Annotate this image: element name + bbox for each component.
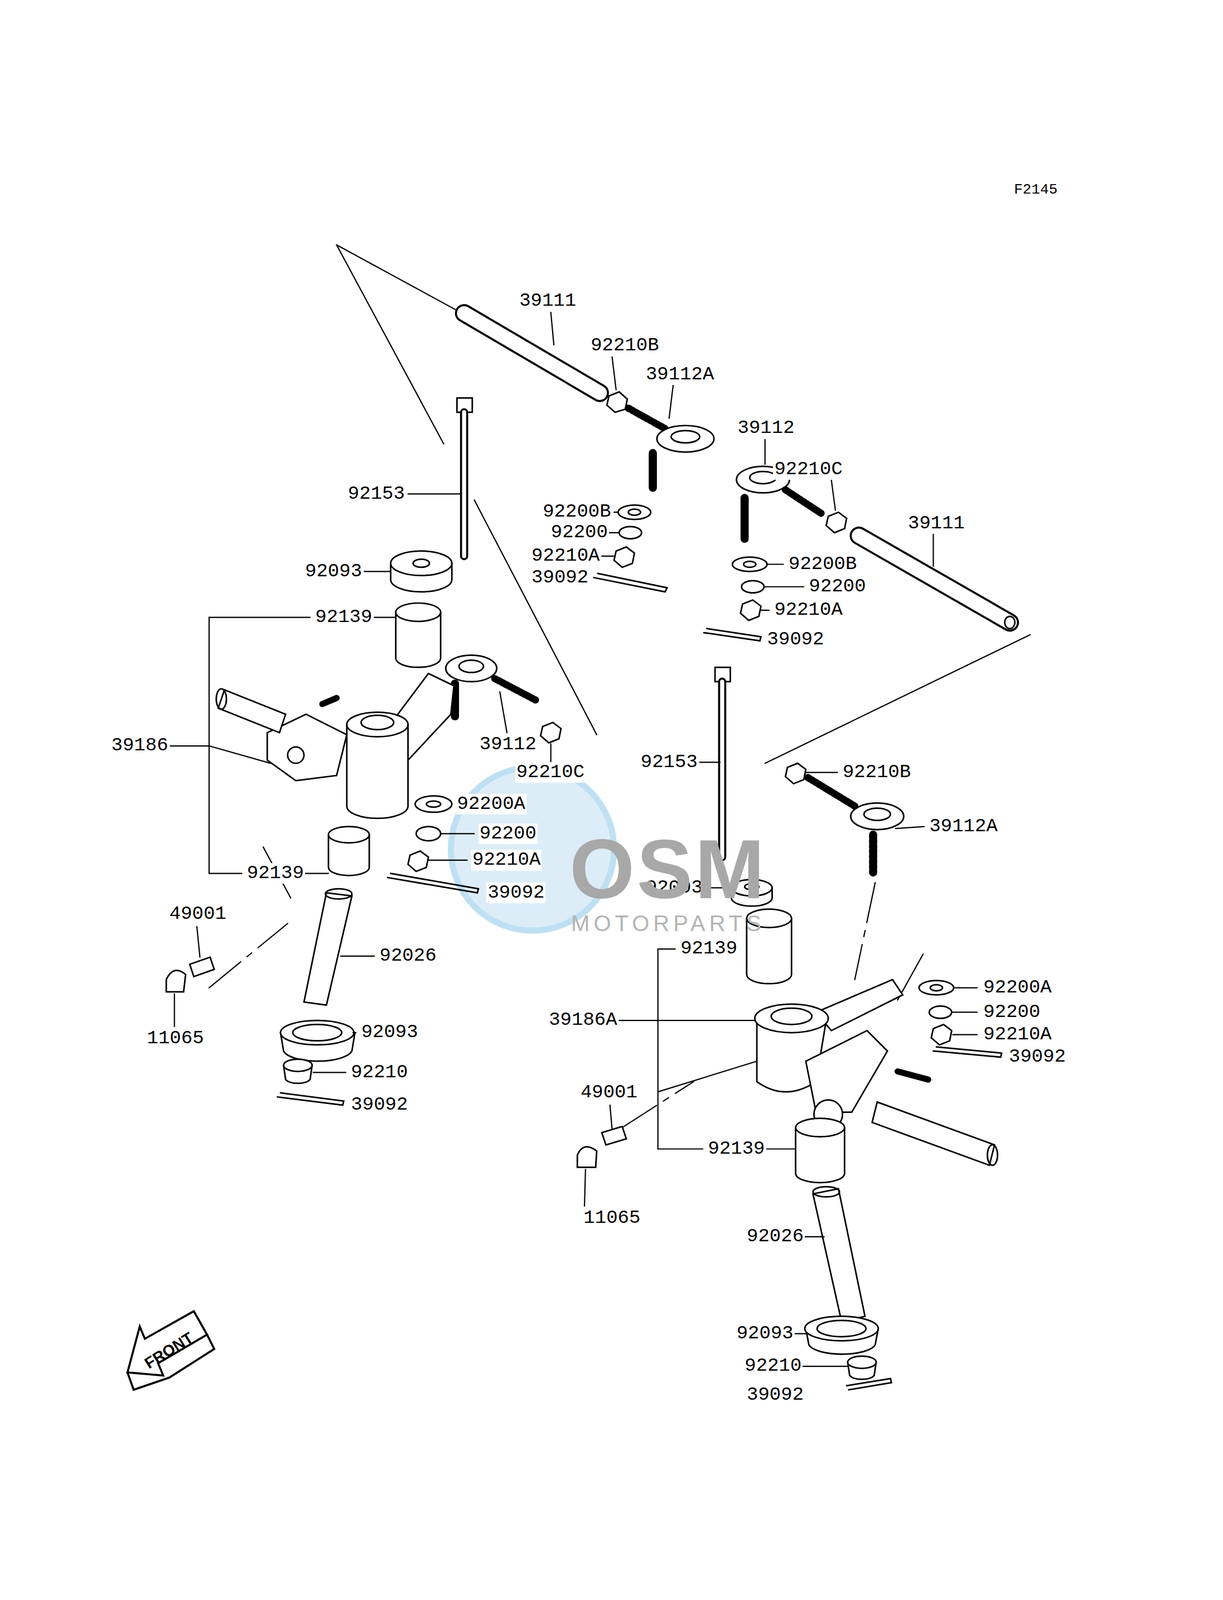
callout-number: 92210C [515,761,586,783]
fasteners [277,504,1002,1390]
callout-number: 92139 [313,606,374,628]
callout-number: 39112 [478,733,538,755]
callout-number: 92210B [841,761,912,783]
callout-number: 92026 [378,945,438,966]
callout-number: 92026 [745,1225,805,1247]
callout-number: 92200 [478,823,538,844]
callout-number: 39092 [530,567,590,588]
callout-number: 92200B [787,553,858,575]
callout-number: 39186 [110,735,170,756]
callout-number: 92139 [707,1138,767,1159]
kingpin-bolt [456,397,731,857]
watermark: OSM [568,823,768,916]
callout-number: 39112A [927,815,999,837]
callout-number: 49001 [168,903,228,925]
assembly-lines [209,244,1031,1128]
leader-lines [170,312,978,1366]
callout-number: 92093 [735,1322,795,1344]
callout-number: 92210C [772,458,844,480]
callout-number: 39112 [736,417,796,439]
callout-number: 92093 [360,1021,420,1043]
callout-number: 92200 [549,521,609,543]
callout-number: 92139 [679,938,739,959]
callout-number: 92210A [471,849,542,870]
callout-number: 92200B [541,501,612,522]
callout-number: 39092 [486,882,546,903]
front-arrow [127,1310,208,1375]
callout-number: 92210 [743,1355,803,1376]
figure-reference: F2145 [1012,181,1059,198]
callout-number: 92139 [245,862,306,884]
callout-number: 92200A [982,977,1053,998]
watermark: MOTORPARTS [569,910,767,936]
left-knuckle [166,550,454,1084]
callout-number: 92210A [772,599,844,621]
callout-number: 92210B [589,335,660,356]
callout-number: 92210 [349,1061,409,1083]
callout-number: 92200 [808,576,868,597]
callout-number: 39111 [518,290,578,312]
callout-number: 39092 [349,1094,409,1115]
callout-number: 92210A [982,1023,1053,1045]
tie-rod [463,313,1015,629]
callout-number: 92200A [456,793,527,815]
callout-number: 11065 [582,1207,642,1229]
tie-rod-end [445,391,904,872]
callout-number: 39186A [547,1009,618,1031]
callout-number: 39092 [766,629,826,650]
callout-number: 39111 [906,513,966,534]
callout-number: 39092 [745,1384,805,1405]
callout-number: 92153 [639,751,699,773]
callout-number: 92210A [530,545,601,567]
callout-number: 49001 [579,1081,639,1103]
callout-number: 11065 [146,1027,206,1049]
right-knuckle [577,879,998,1380]
callout-number: 92093 [303,561,364,582]
callout-number: 39092 [1007,1046,1067,1067]
callout-number: 39112A [644,364,715,385]
callout-number: 92200 [982,1001,1042,1023]
callout-number: 92153 [346,483,406,505]
